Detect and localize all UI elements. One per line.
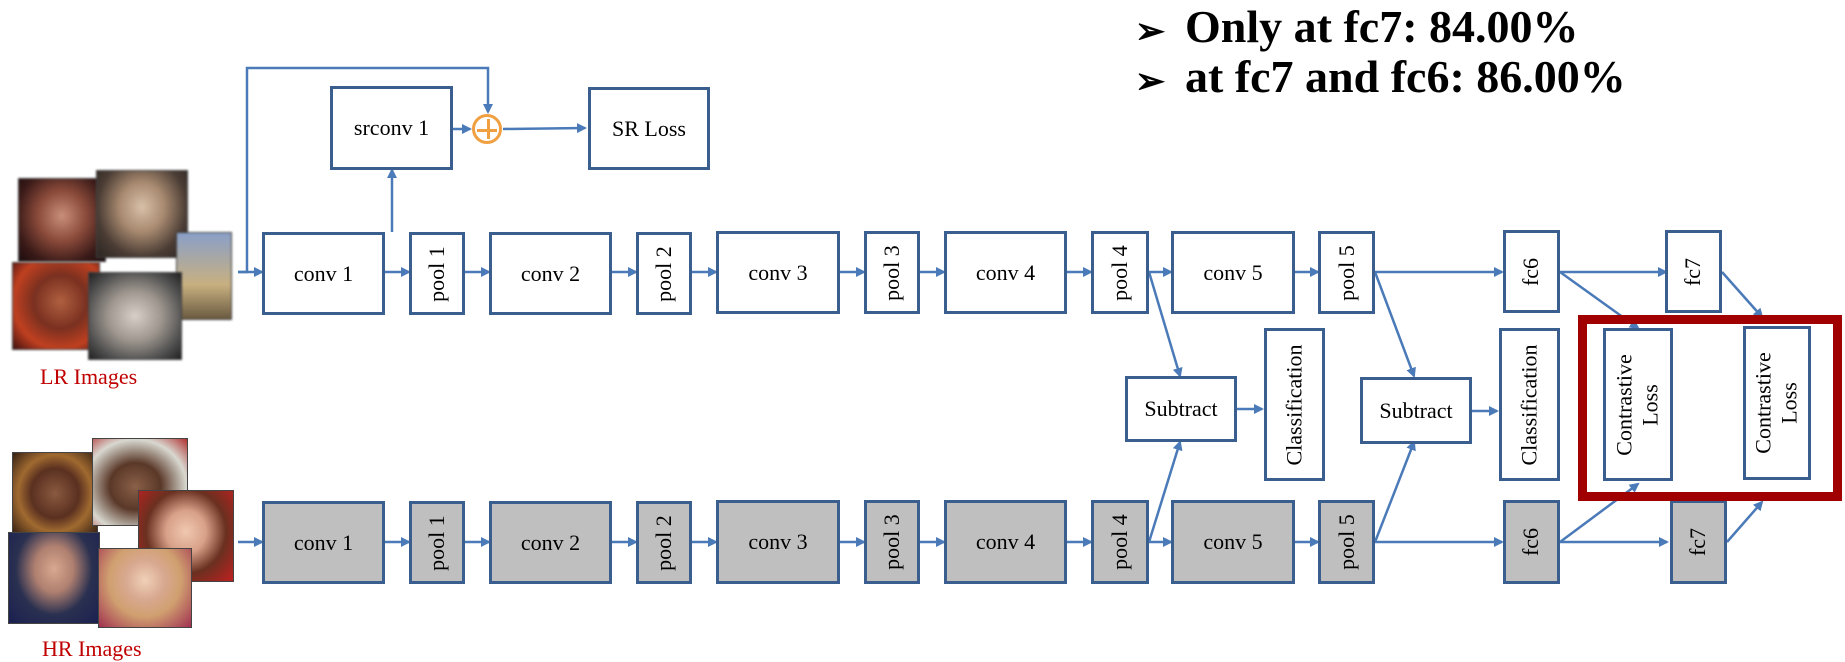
lr-face-thumb bbox=[18, 178, 106, 262]
hr-conv2-layer: conv 2 bbox=[489, 501, 612, 584]
lr-pool1-layer: pool 1 bbox=[409, 232, 465, 315]
srconv1-layer: srconv 1 bbox=[330, 86, 453, 170]
lr-fc6-layer: fc6 bbox=[1503, 230, 1560, 313]
hr-face-thumb bbox=[12, 452, 98, 538]
lr-face-thumb bbox=[88, 272, 182, 360]
hr-fc6-layer: fc6 bbox=[1503, 500, 1560, 584]
lr-conv3-layer: conv 3 bbox=[716, 231, 840, 314]
lr-face-thumb bbox=[12, 262, 100, 350]
hr-pool5-layer: pool 5 bbox=[1318, 500, 1375, 584]
hr-conv3-layer: conv 3 bbox=[716, 500, 840, 584]
arrow-bullet-icon: ➢ bbox=[1135, 11, 1166, 52]
highlight-frame bbox=[1578, 315, 1842, 501]
classification-box-1: Classification bbox=[1264, 328, 1325, 481]
sr-loss-box: SR Loss bbox=[588, 87, 710, 170]
hr-images-caption: HR Images bbox=[42, 636, 142, 661]
lr-pool5-layer: pool 5 bbox=[1318, 231, 1375, 314]
result-line-2: ➢at fc7 and fc6: 86.00% bbox=[1135, 51, 1626, 102]
hr-conv1-layer: conv 1 bbox=[262, 501, 385, 584]
sum-node-icon bbox=[472, 114, 502, 144]
hr-pool4-layer: pool 4 bbox=[1091, 500, 1149, 584]
lr-conv5-layer: conv 5 bbox=[1171, 231, 1295, 314]
hr-pool1-layer: pool 1 bbox=[409, 501, 465, 584]
lr-pool2-layer: pool 2 bbox=[636, 232, 692, 315]
lr-images-caption: LR Images bbox=[40, 364, 138, 389]
lr-fc7-layer: fc7 bbox=[1665, 230, 1722, 313]
hr-pool3-layer: pool 3 bbox=[864, 500, 920, 584]
arrow-bullet-icon: ➢ bbox=[1135, 61, 1166, 102]
hr-pool2-layer: pool 2 bbox=[636, 501, 692, 584]
lr-conv2-layer: conv 2 bbox=[489, 232, 612, 315]
hr-conv4-layer: conv 4 bbox=[944, 500, 1067, 584]
lr-conv1-layer: conv 1 bbox=[262, 232, 385, 315]
hr-face-thumb bbox=[98, 548, 192, 628]
lr-face-thumb bbox=[96, 170, 188, 258]
subtract-box-2: Subtract bbox=[1360, 377, 1472, 444]
result-line-1: ➢Only at fc7: 84.00% bbox=[1135, 1, 1579, 52]
lr-conv4-layer: conv 4 bbox=[944, 231, 1067, 314]
hr-fc7-layer: fc7 bbox=[1670, 500, 1727, 584]
subtract-box-1: Subtract bbox=[1125, 376, 1237, 442]
lr-pool4-layer: pool 4 bbox=[1091, 231, 1149, 314]
hr-face-thumb bbox=[8, 532, 100, 624]
hr-conv5-layer: conv 5 bbox=[1171, 500, 1295, 584]
classification-box-2: Classification bbox=[1499, 328, 1560, 481]
lr-pool3-layer: pool 3 bbox=[864, 231, 920, 314]
